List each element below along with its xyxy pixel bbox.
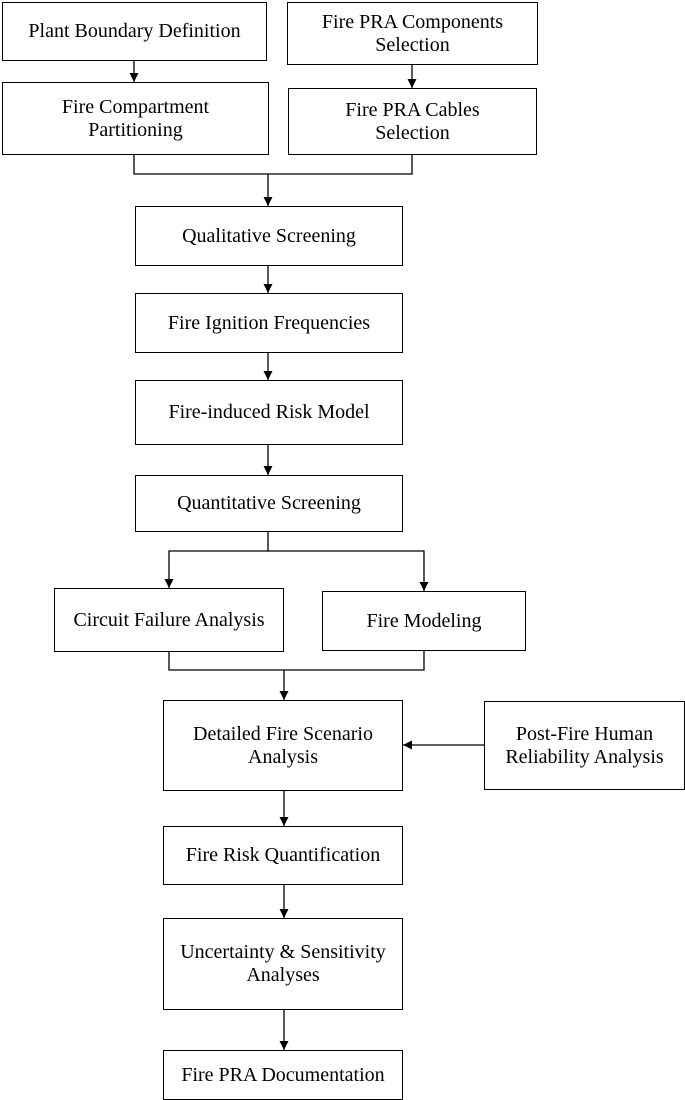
plant-boundary-definition-label: Plant Boundary Definition (28, 20, 241, 42)
merge-line-middle (168, 651, 425, 671)
fire-risk-quantification-label: Fire Risk Quantification (185, 844, 381, 866)
quantitative-screening-box: Quantitative Screening (135, 475, 403, 532)
merge-line-top (133, 155, 413, 175)
quantitative-screening-label: Quantitative Screening (177, 492, 361, 514)
uncertainty-sensitivity-label-line2: Analyses (246, 964, 320, 986)
post-fire-hra-label-line1: Post-Fire Human (515, 722, 654, 745)
split-line (164, 532, 269, 588)
detailed-fire-scenario-label-line1: Detailed Fire Scenario (193, 722, 373, 745)
qualitative-screening-box: Qualitative Screening (135, 206, 403, 266)
fire-pra-documentation-label: Fire PRA Documentation (181, 1063, 385, 1086)
fire-pra-components-label-line1: Fire PRA Components (321, 10, 504, 33)
fire-induced-risk-model-label: Fire-induced Risk Model (168, 401, 370, 423)
fire-pra-cables-label-line2: Selection (375, 121, 450, 144)
detailed-fire-scenario-analysis-box: Detailed Fire Scenario Analysis (163, 700, 403, 791)
circuit-failure-analysis-box: Circuit Failure Analysis (54, 588, 284, 652)
fire-pra-documentation-box: Fire PRA Documentation (163, 1050, 403, 1100)
uncertainty-sensitivity-analyses-box: Uncertainty & Sensitivity Analyses (163, 918, 403, 1010)
fire-compartment-label-line2: Partitioning (88, 118, 183, 141)
fire-pra-components-selection-box: Fire PRA Components Selection (287, 2, 538, 65)
uncertainty-sensitivity-label-line1: Uncertainty & Sensitivity (180, 941, 386, 963)
plant-boundary-definition-box: Plant Boundary Definition (2, 2, 267, 61)
qualitative-screening-label: Qualitative Screening (182, 224, 356, 247)
fire-induced-risk-model-box: Fire-induced Risk Model (135, 380, 403, 445)
fire-ignition-frequencies-label: Fire Ignition Frequencies (167, 311, 371, 334)
split-line-right (268, 550, 429, 591)
fire-modeling-label: Fire Modeling (366, 609, 482, 632)
fire-risk-quantification-box: Fire Risk Quantification (163, 826, 403, 885)
fire-compartment-label-line1: Fire Compartment (61, 95, 210, 118)
fire-pra-cables-selection-box: Fire PRA Cables Selection (288, 88, 537, 155)
circuit-failure-analysis-label: Circuit Failure Analysis (73, 608, 265, 631)
post-fire-hra-box: Post-Fire Human Reliability Analysis (484, 701, 685, 790)
fire-compartment-partitioning-box: Fire Compartment Partitioning (2, 82, 269, 155)
fire-pra-cables-label-line1: Fire PRA Cables (345, 98, 480, 121)
post-fire-hra-label-line2: Reliability Analysis (505, 745, 664, 768)
fire-pra-components-label-line2: Selection (375, 33, 450, 56)
fire-ignition-frequencies-box: Fire Ignition Frequencies (135, 293, 403, 353)
fire-modeling-box: Fire Modeling (322, 591, 526, 651)
detailed-fire-scenario-label-line2: Analysis (248, 745, 318, 768)
